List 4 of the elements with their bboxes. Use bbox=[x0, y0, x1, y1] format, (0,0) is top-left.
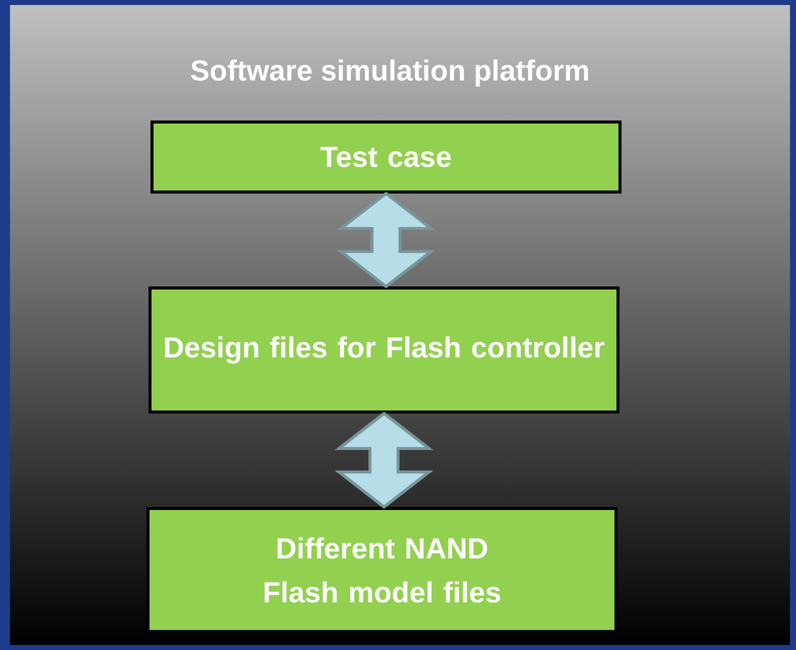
process-box: Test case bbox=[150, 120, 622, 194]
title: Software simulation platform bbox=[191, 59, 588, 87]
process-box: Design files for Flash controller bbox=[148, 286, 620, 414]
process-box: Different NAND Flash model files bbox=[146, 507, 618, 633]
